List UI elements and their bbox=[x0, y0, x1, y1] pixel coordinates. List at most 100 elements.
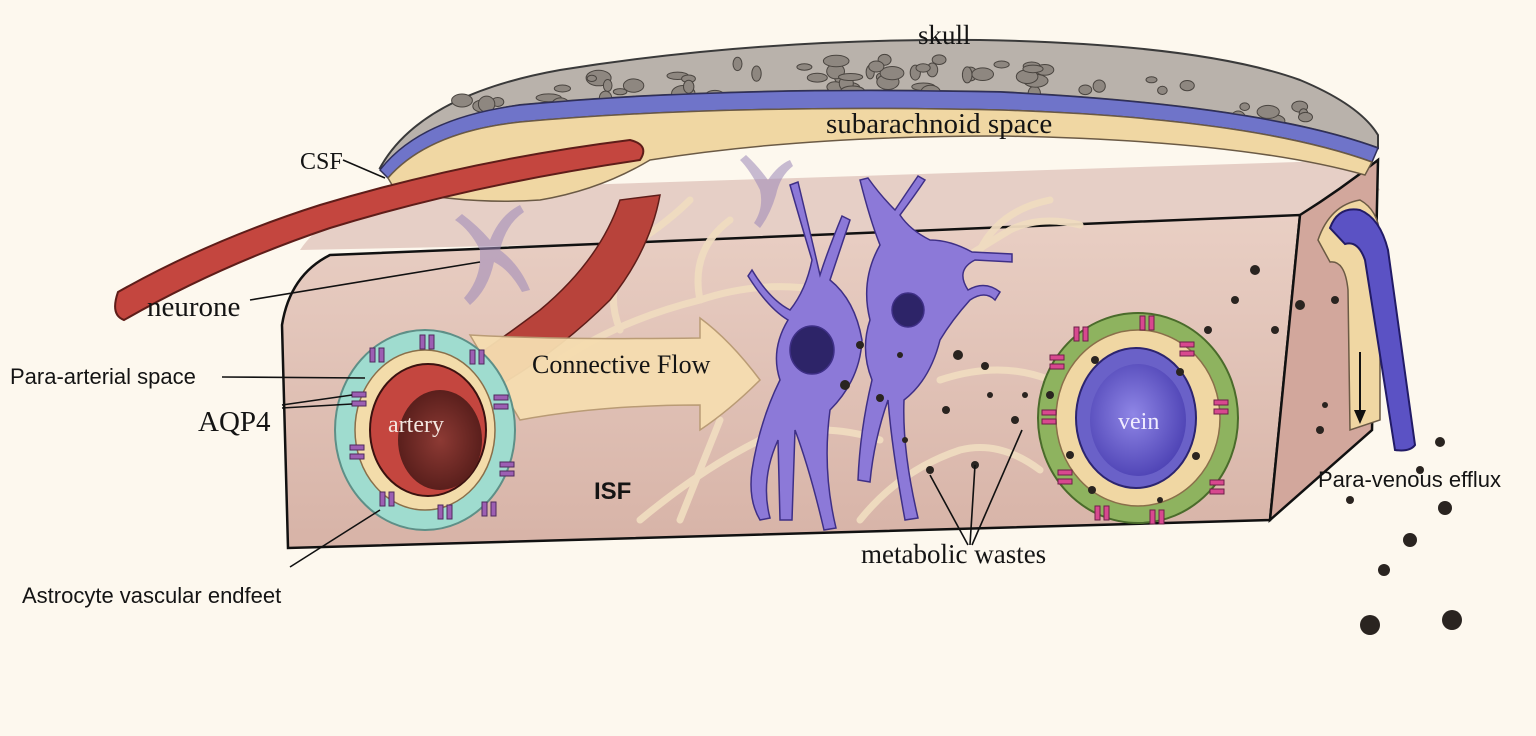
connective-flow-arrow bbox=[468, 316, 761, 432]
waste-particle bbox=[1322, 402, 1328, 408]
waste-particle bbox=[1066, 451, 1074, 459]
waste-particle bbox=[1022, 392, 1028, 398]
waste-particle bbox=[981, 362, 989, 370]
skull-pore bbox=[971, 67, 995, 81]
skull-pore bbox=[806, 72, 828, 83]
waste-particle bbox=[1204, 326, 1212, 334]
waste-particle bbox=[1250, 265, 1260, 275]
skull-pore bbox=[586, 74, 597, 83]
skull-pore bbox=[796, 63, 813, 71]
subarachnoid-space-label: subarachnoid space bbox=[826, 108, 1053, 140]
waste-particle bbox=[1271, 326, 1279, 334]
skull-pore bbox=[732, 56, 743, 72]
waste-particle bbox=[1295, 300, 1305, 310]
isf-label: ISF bbox=[594, 478, 632, 505]
waste-particle bbox=[1378, 564, 1390, 576]
waste-particle bbox=[876, 394, 884, 402]
waste-particle bbox=[1011, 416, 1019, 424]
waste-particle bbox=[1316, 426, 1324, 434]
waste-particle bbox=[1442, 610, 1462, 630]
waste-particle bbox=[953, 350, 963, 360]
waste-particle bbox=[1176, 368, 1184, 376]
vein-lumen bbox=[1090, 364, 1186, 476]
wastes-pointer-1 bbox=[929, 474, 969, 546]
waste-particle bbox=[1091, 356, 1099, 364]
label-pointers bbox=[221, 159, 1023, 568]
skull-pore bbox=[961, 66, 973, 84]
astrocyte-vascular-endfeet-label: Astrocyte vascular endfeet bbox=[22, 583, 282, 608]
waste-particle bbox=[1435, 437, 1445, 447]
artery-cross-section bbox=[334, 329, 516, 531]
skull-pore bbox=[915, 63, 931, 73]
skull-pore bbox=[622, 78, 645, 93]
para-venous-efflux-label: Para-venous efflux bbox=[1318, 467, 1502, 492]
skull-pore bbox=[1256, 104, 1280, 119]
skull-pore bbox=[931, 54, 947, 66]
metabolic-wastes-label: metabolic wastes bbox=[861, 539, 1047, 569]
waste-particle bbox=[1231, 296, 1239, 304]
skull-pore bbox=[751, 65, 762, 82]
connective-flow-label: Connective Flow bbox=[532, 350, 711, 379]
aqp4-pointer-2 bbox=[281, 403, 353, 409]
waste-particle bbox=[1438, 501, 1452, 515]
neurone-label: neurone bbox=[147, 291, 241, 323]
skull-pore bbox=[612, 88, 628, 96]
artery-vessel bbox=[114, 138, 645, 322]
waste-particle bbox=[1403, 533, 1417, 547]
waste-particle bbox=[856, 341, 864, 349]
wastes-pointer-2 bbox=[969, 464, 976, 546]
efflux-arrowhead bbox=[1354, 410, 1366, 424]
neuron-right bbox=[857, 175, 1013, 521]
vein-label: vein bbox=[1118, 409, 1160, 435]
skull-pore bbox=[838, 73, 864, 81]
waste-particle bbox=[1157, 497, 1163, 503]
waste-particle bbox=[1360, 615, 1380, 635]
waste-particle bbox=[840, 380, 850, 390]
waste-particle bbox=[1088, 486, 1096, 494]
skull-pore bbox=[1157, 85, 1168, 96]
waste-particle bbox=[1416, 466, 1424, 474]
aqp4-channels-vein bbox=[1041, 315, 1229, 525]
waste-particle bbox=[1046, 391, 1054, 399]
skull-pore bbox=[879, 66, 905, 81]
artery-label: artery bbox=[388, 412, 444, 438]
waste-particle bbox=[1346, 496, 1354, 504]
skull-pore bbox=[1078, 84, 1093, 96]
skull-pore bbox=[1298, 111, 1313, 123]
waste-particle bbox=[1331, 296, 1339, 304]
skull-pore bbox=[1239, 102, 1250, 111]
skull-pore bbox=[1092, 79, 1106, 93]
metabolic-waste-particles bbox=[840, 265, 1462, 635]
artery-lumen bbox=[398, 390, 482, 490]
skull-pore bbox=[602, 79, 613, 92]
wastes-pointer-3 bbox=[971, 429, 1023, 546]
skull-label: skull bbox=[918, 20, 971, 50]
waste-particle bbox=[1192, 452, 1200, 460]
draining-vein bbox=[1328, 208, 1417, 452]
waste-particle bbox=[897, 352, 903, 358]
csf-pointer bbox=[342, 159, 386, 179]
para-arterial-space-label: Para-arterial space bbox=[10, 364, 196, 389]
skull-pore bbox=[683, 79, 695, 94]
neurons bbox=[747, 175, 1013, 531]
waste-particle bbox=[987, 392, 993, 398]
skull-pore bbox=[451, 93, 473, 108]
subarachnoid-space bbox=[387, 107, 1374, 202]
neurone-pointer bbox=[249, 261, 481, 301]
aqp4-label: AQP4 bbox=[198, 406, 271, 438]
neuron-left-nucleus bbox=[789, 325, 835, 375]
para-arterial-pointer bbox=[221, 376, 366, 379]
background-neurons bbox=[455, 155, 793, 305]
skull-pore bbox=[868, 60, 885, 73]
waste-particle bbox=[926, 466, 934, 474]
skull-pore bbox=[553, 84, 572, 93]
aqp4-pointer-1 bbox=[281, 394, 353, 406]
skull-pore bbox=[1022, 64, 1044, 74]
aqp4-channels-artery bbox=[349, 334, 515, 520]
skull-pore bbox=[1145, 76, 1158, 84]
waste-particle bbox=[942, 406, 950, 414]
csf-label: CSF bbox=[300, 149, 343, 175]
skull-pore bbox=[993, 60, 1010, 69]
